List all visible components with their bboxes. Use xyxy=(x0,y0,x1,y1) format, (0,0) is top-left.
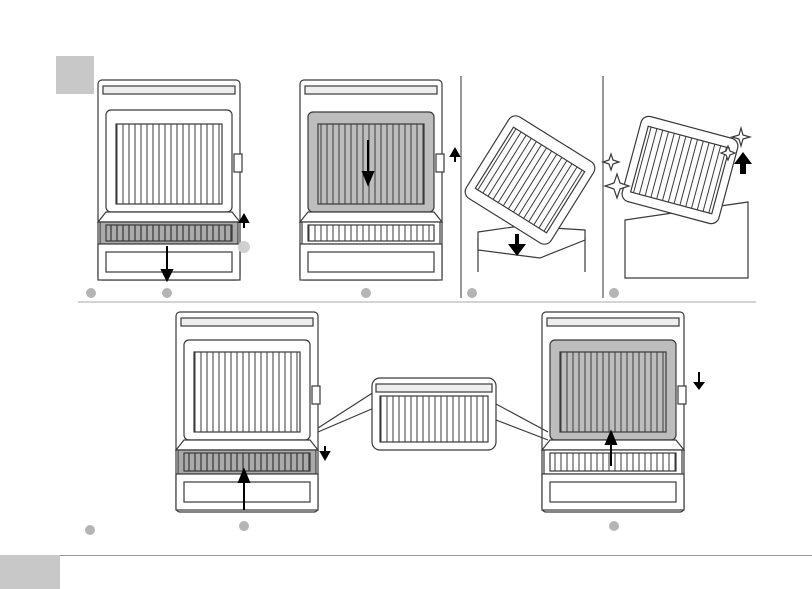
marker-dot xyxy=(162,288,172,298)
panel-remove-lower-plate xyxy=(98,80,242,280)
marker-dot xyxy=(238,241,250,253)
marker-dot xyxy=(239,521,249,531)
marker-dot xyxy=(85,525,95,535)
panel-clean-plate-lift xyxy=(603,115,750,278)
marker-dot xyxy=(467,288,477,298)
marker-dot xyxy=(361,288,371,298)
marker-dot xyxy=(86,288,96,298)
marker-dot xyxy=(609,288,619,298)
arrow-up-icon xyxy=(451,149,459,162)
arrow-down-icon xyxy=(321,446,329,459)
panel-insert-upper-plate xyxy=(542,312,686,512)
panel-remove-upper-plate xyxy=(300,80,444,280)
marker-dot xyxy=(609,521,619,531)
footer-line xyxy=(60,555,812,556)
arrow-up-icon xyxy=(734,152,752,174)
footer-tab xyxy=(0,555,60,589)
arrow-up-icon xyxy=(240,215,248,228)
arrow-down-icon xyxy=(693,372,705,390)
zoom-detail xyxy=(318,378,548,450)
panel-dishwasher-place-plate xyxy=(462,113,598,272)
